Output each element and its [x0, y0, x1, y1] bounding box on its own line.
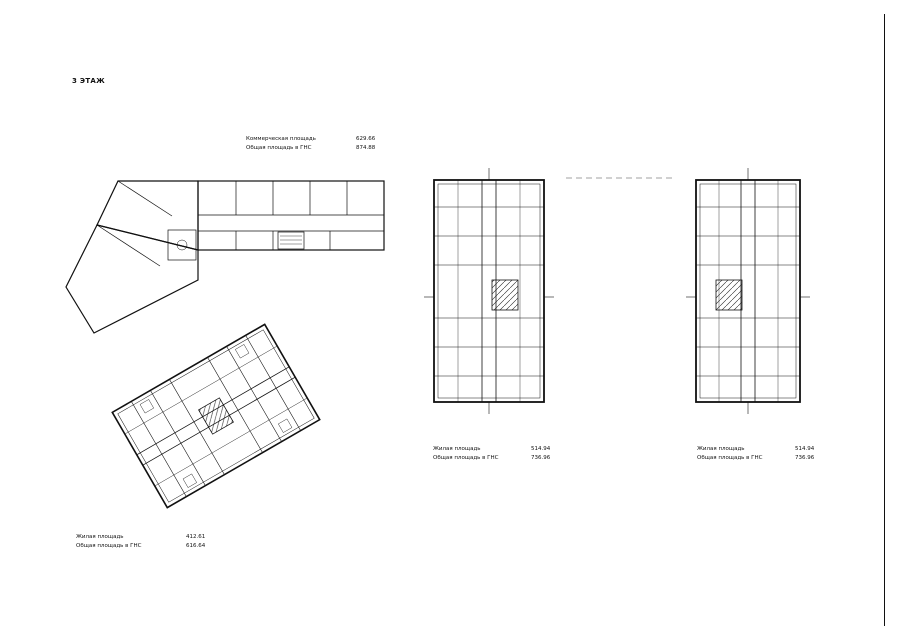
- living-area-label: Жилая площадь: [76, 534, 124, 540]
- middle-section-plan: [424, 168, 554, 414]
- total-area-value: 616.64: [186, 543, 206, 549]
- page-edge-rule: [884, 14, 885, 626]
- total-area-value: 736.96: [795, 455, 815, 461]
- right-section-table: Жилая площадь 514.94 Общая площадь в ГНС 7…: [697, 445, 814, 463]
- middle-section-table: Жилая площадь 514.94 Общая площадь в ГНС 7…: [433, 445, 550, 463]
- commercial-area-value: 629.66: [356, 136, 376, 142]
- living-area-label: Жилая площадь: [433, 446, 481, 452]
- total-area-value: 736.96: [531, 455, 551, 461]
- left-section-plan: [111, 323, 321, 509]
- right-section-plan: [686, 168, 810, 414]
- commercial-plan: [65, 180, 385, 334]
- living-area-value: 514.94: [531, 446, 551, 452]
- living-area-value: 412.61: [186, 534, 206, 540]
- living-area-label: Жилая площадь: [697, 446, 745, 452]
- floor-title: 3 ЭТАЖ: [72, 77, 106, 85]
- commercial-area-table: Коммерческая площадь 629.66 Общая площадь…: [246, 135, 375, 153]
- left-section-table: Жилая площадь 412.61 Общая площадь в ГНС 6…: [76, 533, 205, 551]
- living-area-value: 514.94: [795, 446, 815, 452]
- commercial-area-label: Коммерческая площадь: [246, 136, 316, 142]
- total-area-label: Общая площадь в ГНС: [433, 455, 499, 461]
- total-area-value: 874.88: [356, 145, 376, 151]
- total-area-label: Общая площадь в ГНС: [246, 145, 312, 151]
- total-area-label: Общая площадь в ГНС: [697, 455, 763, 461]
- total-area-label: Общая площадь в ГНС: [76, 543, 142, 549]
